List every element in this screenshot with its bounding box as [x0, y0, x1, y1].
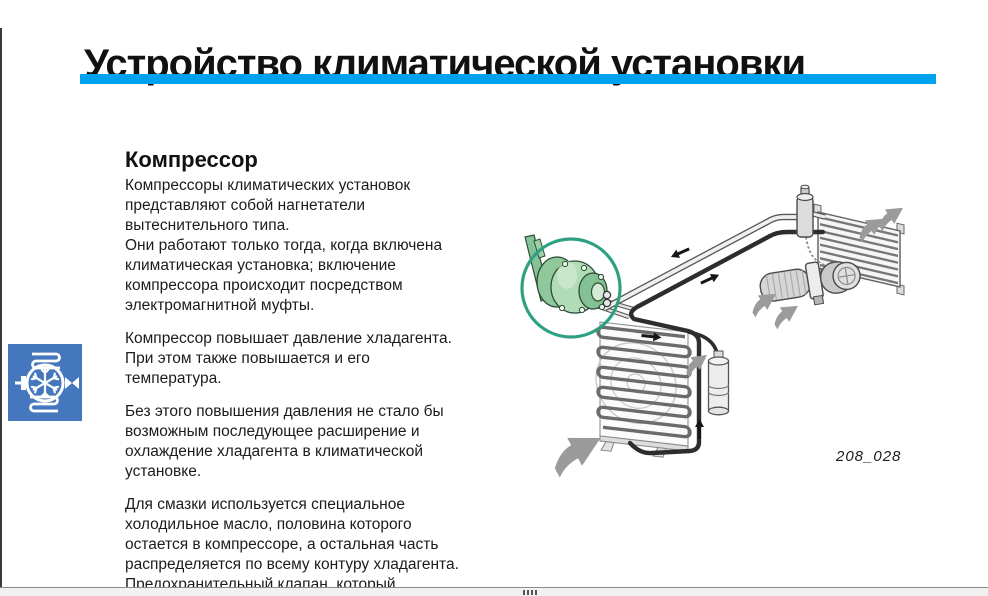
circuit-loop — [25, 363, 65, 403]
condenser-coil-glyph — [31, 352, 61, 370]
body-paragraph: Без этого повышения давления не стало бы… — [125, 403, 444, 480]
snowflake-refrigerant-circuit-icon — [8, 344, 82, 421]
snowflake-icon — [30, 368, 60, 398]
blower-fan — [759, 261, 861, 306]
body-text-column: Компрессоры климатических установок пред… — [125, 176, 497, 596]
evaporator-coil-glyph — [29, 395, 59, 413]
body-paragraph: Компрессор повышает давление хладагента.… — [125, 330, 452, 387]
ac-system-diagram — [520, 184, 908, 478]
evaporator — [595, 321, 692, 458]
body-paragraph: Для смазки используется специальное холо… — [125, 496, 459, 593]
muffler-valve — [796, 184, 814, 238]
figure-caption: 208_028 — [836, 448, 902, 465]
title-accent-bar — [80, 74, 936, 84]
compressor-highlight-circle — [520, 237, 622, 339]
receiver-drier — [707, 350, 730, 416]
expansion-valve-glyph — [65, 377, 79, 389]
body-paragraph: Компрессоры климатических установок пред… — [125, 177, 443, 314]
section-heading: Компрессор — [125, 147, 258, 173]
page-left-edge — [0, 28, 2, 596]
next-page-text-artifact — [523, 590, 537, 595]
page-bottom-strip — [0, 587, 988, 596]
compressor-glyph — [15, 376, 26, 390]
